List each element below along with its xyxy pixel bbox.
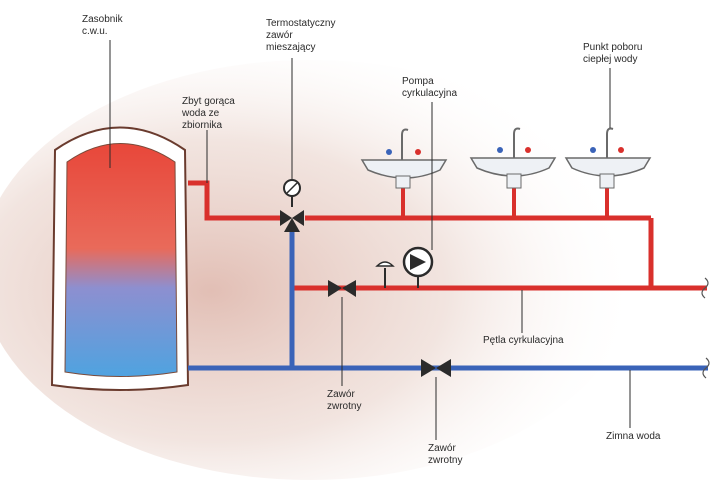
label-pump-line1: Pompa — [402, 76, 434, 87]
label-pump-line2: cyrkulacyjna — [402, 88, 458, 99]
sink-1 — [360, 128, 448, 189]
label-tank: Zasobnik c.w.u. — [82, 14, 123, 38]
label-check-valve-2-line2: zwrotny — [428, 455, 463, 466]
label-circulation-loop: Pętla cyrkulacyjna — [483, 335, 564, 346]
label-check-valve-1-line1: Zawór — [327, 389, 355, 400]
tank-water — [64, 143, 178, 377]
label-check-valve-2-line1: Zawór — [428, 443, 456, 454]
sink-2 — [469, 127, 557, 189]
temperature-sensor — [375, 261, 395, 288]
label-hot-outlet-line1: Zbyt gorąca — [182, 96, 235, 107]
check-valve-circulation — [328, 280, 356, 297]
label-cold-water: Zimna woda — [606, 431, 661, 442]
label-check-valve-2: Zawór zwrotny — [428, 443, 462, 467]
label-mixing-valve: Termostatyczny zawór mieszający — [266, 18, 335, 54]
hot-outlet-pipe — [188, 180, 283, 221]
circulation-pump — [402, 246, 434, 288]
label-tank-line2: c.w.u. — [82, 26, 108, 37]
label-hot-outlet-line3: zbiornika — [182, 120, 223, 131]
label-check-valve-1: Zawór zwrotny — [327, 389, 361, 413]
label-check-valve-1-line2: zwrotny — [327, 401, 362, 412]
label-hot-outlet: Zbyt gorąca woda ze zbiornika — [182, 96, 235, 132]
pipe-break-hot — [701, 277, 709, 299]
pipe-break-cold — [702, 357, 710, 379]
label-tap-point-line2: ciepłej wody — [583, 54, 638, 65]
check-valve-cold — [421, 359, 451, 377]
thermostatic-mixing-valve — [280, 179, 304, 232]
label-tap-point-line1: Punkt poboru — [583, 42, 643, 53]
sink-3 — [564, 127, 652, 189]
label-tap-point: Punkt poboru ciepłej wody — [583, 42, 643, 66]
label-mixing-valve-line3: mieszający — [266, 42, 316, 53]
label-hot-outlet-line2: woda ze — [182, 108, 220, 119]
label-tank-line1: Zasobnik — [82, 14, 123, 25]
label-pump: Pompa cyrkulacyjna — [402, 76, 457, 100]
label-mixing-valve-line2: zawór — [266, 30, 293, 41]
leader-lines — [109, 40, 631, 440]
label-mixing-valve-line1: Termostatyczny — [266, 18, 336, 29]
